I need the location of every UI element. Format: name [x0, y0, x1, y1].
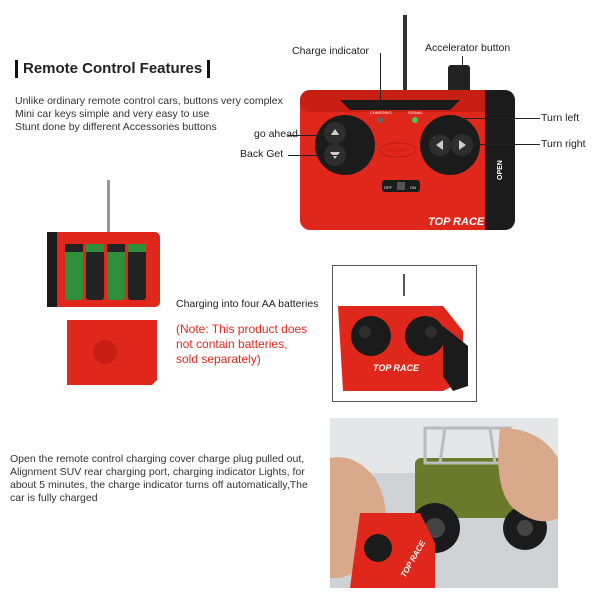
- callout-back-get: Back Get: [240, 148, 284, 160]
- signal-indicator-led: [412, 117, 418, 123]
- battery-caption: Charging into four AA batteries: [176, 298, 319, 310]
- callout-accelerator-button: Accelerator button: [425, 42, 511, 54]
- accelerator-button-shape: [448, 65, 470, 97]
- features-line-2: Mini car keys simple and very easy to us…: [15, 108, 210, 120]
- features-line-1: Unlike ordinary remote control cars, but…: [15, 95, 283, 107]
- battery-note-line-2: not contain batteries,: [176, 337, 288, 351]
- callout-go-ahead: go ahead: [254, 128, 298, 140]
- back-get-leader: [288, 155, 340, 156]
- battery-compartment-image: [47, 180, 160, 385]
- charge-indicator-led: [377, 117, 383, 123]
- switch-off-label: OFF: [384, 185, 393, 190]
- charging-instructions: Open the remote control charging cover c…: [10, 453, 308, 505]
- battery-note-line-1: (Note: This product does: [176, 322, 308, 336]
- remote-side-panel: [485, 90, 515, 230]
- features-description: Unlike ordinary remote control cars, but…: [15, 95, 283, 134]
- led-right-label: SIGNAL: [408, 110, 423, 115]
- battery-note-line-3: sold separately): [176, 352, 261, 366]
- accelerator-leader: [462, 56, 463, 74]
- callout-turn-right: Turn right: [541, 138, 586, 150]
- turn-right-leader: [470, 144, 540, 145]
- remote-in-hand: [350, 513, 435, 588]
- led-left-label: CHARGING: [370, 110, 392, 115]
- go-ahead-leader: [288, 135, 340, 136]
- callout-turn-left: Turn left: [541, 112, 580, 124]
- turn-left-leader: [460, 118, 540, 119]
- callout-charge-indicator: Charge indicator: [292, 45, 370, 57]
- remote-controller-image: CHARGING SIGNAL TSH-3000 OFF ON TOP RACE…: [300, 15, 515, 230]
- charging-line-1: Open the remote control charging cover c…: [10, 453, 305, 465]
- switch-on-label: ON: [410, 185, 416, 190]
- charging-line-3: about 5 minutes, the charge indicator tu…: [10, 479, 308, 491]
- left-button-cluster: [315, 115, 375, 175]
- features-line-3: Stunt done by different Accessories butt…: [15, 121, 217, 133]
- features-title: Remote Control Features: [15, 60, 211, 78]
- open-label: OPEN: [497, 160, 504, 180]
- charge-indicator-leader: [380, 53, 381, 101]
- battery-note: (Note: This product does not contain bat…: [176, 322, 307, 367]
- closeup-frame: TOP RACE: [332, 265, 477, 402]
- closeup-brand-logo: TOP RACE: [373, 363, 420, 373]
- batteries: [65, 244, 146, 300]
- model-label: TSH-3000: [384, 148, 407, 154]
- antenna: [403, 15, 407, 95]
- right-hand: [498, 428, 558, 522]
- brand-logo: TOP RACE: [428, 216, 485, 228]
- remote-closeup-image: TOP RACE: [338, 274, 468, 391]
- charging-photo: TOP RACE: [330, 418, 558, 588]
- charging-line-2: Alignment SUV rear charging port, chargi…: [10, 466, 305, 478]
- charging-line-4: car is fully charged: [10, 492, 98, 504]
